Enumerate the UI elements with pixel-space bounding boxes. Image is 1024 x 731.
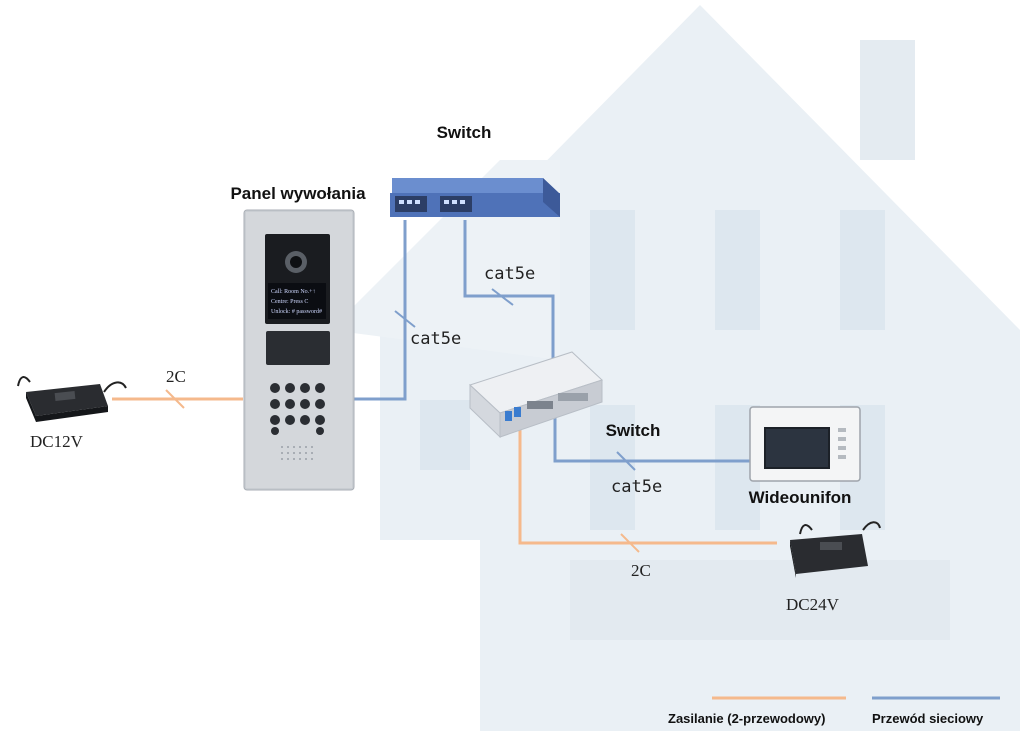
panel-display-line3: Unlock: # password# bbox=[271, 309, 322, 315]
dc24-label: DC24V bbox=[786, 595, 840, 614]
power-tick-marks bbox=[165, 389, 640, 553]
cable-cat5e-a-label: cat5e bbox=[410, 329, 461, 349]
network-cables bbox=[354, 220, 750, 463]
cable-cat5e-c-label: cat5e bbox=[611, 477, 662, 497]
house-background bbox=[330, 5, 1020, 731]
legend: Zasilanie (2-przewodowy) Przewód sieciow… bbox=[668, 696, 1000, 726]
top-switch-device bbox=[390, 178, 560, 217]
call-panel-device: Call: Room No.+↑ Centre: Press C Unlock:… bbox=[243, 209, 355, 491]
panel-speaker-grille bbox=[281, 446, 313, 460]
cable-2c-bottom-label: 2C bbox=[631, 561, 651, 580]
video-phone-label: Wideounifon bbox=[749, 488, 852, 507]
middle-switch-label: Switch bbox=[606, 421, 661, 440]
legend-power-label: Zasilanie (2-przewodowy) bbox=[668, 711, 825, 726]
call-panel-label: Panel wywołania bbox=[230, 184, 366, 203]
panel-keypad bbox=[270, 383, 325, 435]
legend-network-label: Przewód sieciowy bbox=[872, 711, 984, 726]
power-cables bbox=[112, 397, 777, 545]
top-switch-label: Switch bbox=[437, 123, 492, 142]
dc24-adapter bbox=[790, 521, 881, 578]
dc12-adapter bbox=[17, 376, 127, 422]
panel-display-line2: Centre: Press C bbox=[271, 299, 308, 305]
cable-cat5e-b-label: cat5e bbox=[484, 264, 535, 284]
panel-display-line1: Call: Room No.+↑ bbox=[271, 289, 316, 295]
middle-switch-device bbox=[469, 351, 603, 439]
dc12-label: DC12V bbox=[30, 432, 84, 451]
video-phone-device bbox=[749, 406, 861, 482]
cable-2c-left-label: 2C bbox=[166, 367, 186, 386]
cable-tick-marks bbox=[394, 288, 636, 471]
